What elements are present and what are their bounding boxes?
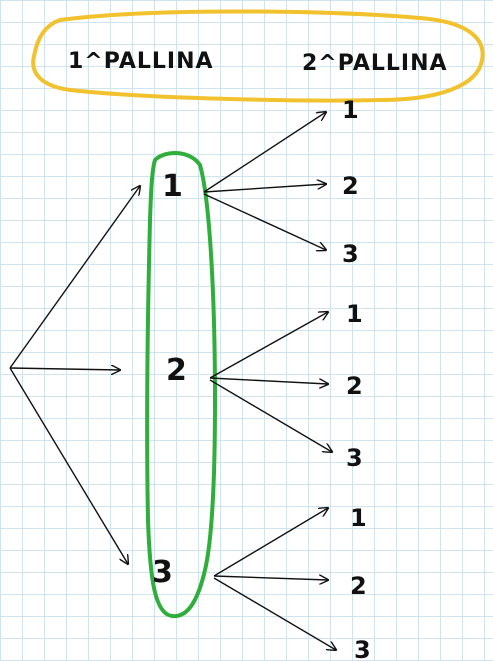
second-level-node-3-1: 1: [350, 504, 367, 532]
second-level-node-1-2: 2: [342, 172, 359, 200]
first-level-node-2: 2: [166, 353, 187, 388]
branches-from-node-1: [203, 112, 326, 250]
first-level-group-outline: [145, 151, 218, 619]
branch-root-to-3: [9, 367, 128, 564]
second-level-node-2-1: 1: [346, 300, 363, 328]
branches-from-node-2: [209, 312, 332, 452]
header-outline: [31, 9, 485, 103]
second-level-node-2-3: 3: [346, 444, 363, 472]
branch-root-to-1: [9, 186, 140, 369]
second-level-node-1-1: 1: [342, 96, 359, 124]
branches-from-node-3: [213, 508, 336, 650]
second-level-node-3-3: 3: [354, 636, 371, 661]
first-level-node-1: 1: [162, 169, 183, 204]
header-first-ball: 1^PALLINA: [68, 49, 214, 74]
second-level-node-1-3: 3: [342, 240, 359, 268]
second-level-node-2-2: 2: [346, 372, 363, 400]
first-level-node-3: 3: [152, 555, 173, 590]
header-second-ball: 2^PALLINA: [302, 51, 448, 76]
root-branches: [9, 186, 140, 564]
branch-root-to-2: [9, 368, 120, 370]
second-level-node-3-2: 2: [350, 572, 367, 600]
